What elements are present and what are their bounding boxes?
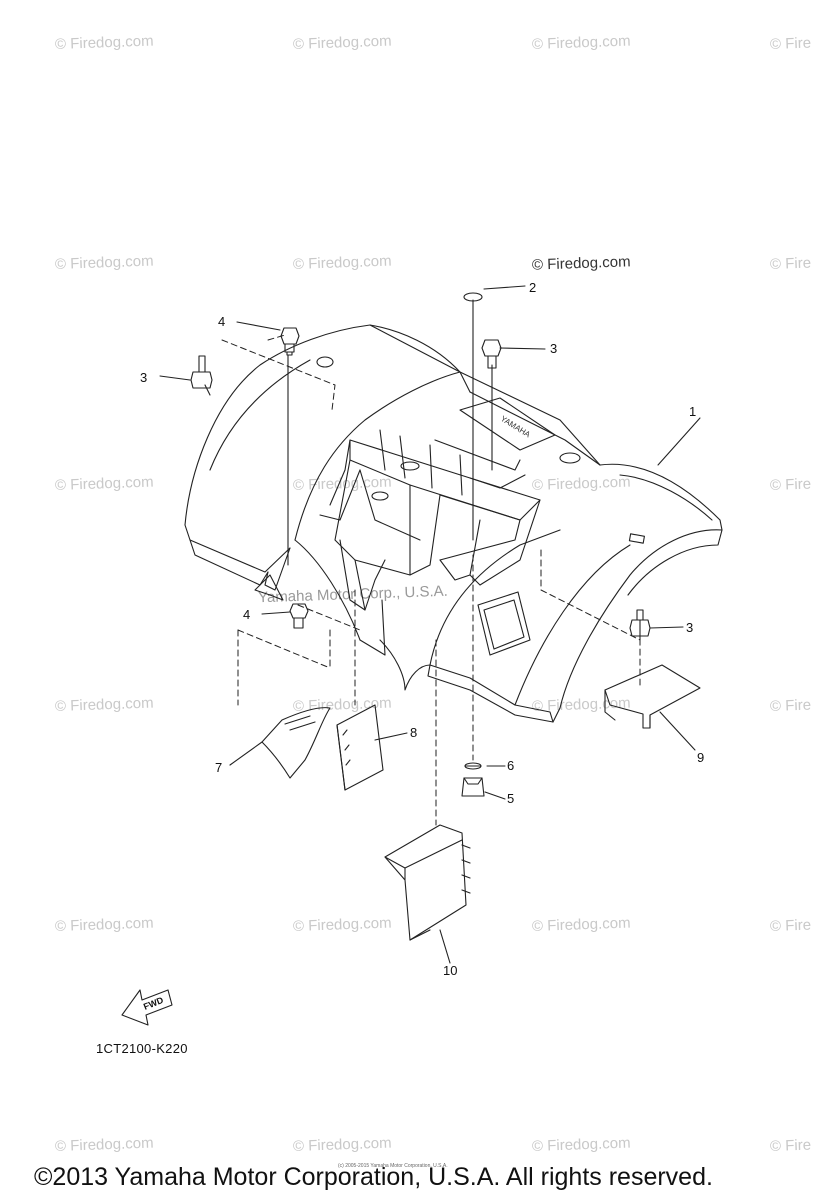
callout-1: 1 [689,404,696,419]
guard-part-9 [604,664,701,729]
callout-10: 10 [443,963,457,978]
callout-3: 3 [550,341,557,356]
callout-8: 8 [410,725,417,740]
mud-flap-part-7 [261,707,331,779]
screw-part-3-right-top [481,339,502,369]
callout-2: 2 [529,280,536,295]
callout-3: 3 [140,370,147,385]
callout-5: 5 [507,791,514,806]
part-code: 1CT2100-K220 [96,1041,188,1056]
callout-6: 6 [507,758,514,773]
callout-9: 9 [697,750,704,765]
clip-part-2 [463,292,483,302]
fwd-arrow [121,989,173,1026]
bottom-plate-part-10 [384,824,471,941]
bolt-part-4-top [280,327,300,356]
callout-4: 4 [243,607,250,622]
tiny-copyright: (c) 2005-2015 Yamaha Motor Corporation, … [338,1163,448,1169]
screw-part-3-right-bottom [629,609,651,637]
copyright-notice: ©2013 Yamaha Motor Corporation, U.S.A. A… [34,1163,713,1191]
callout-4: 4 [218,314,225,329]
fender-emblem: YAMAHA [499,414,532,440]
grommet-part-6 [464,762,482,770]
screw-part-3-left [190,355,213,389]
callout-3: 3 [686,620,693,635]
rear-fender [184,324,723,723]
nut-part-5 [461,777,485,797]
callout-7: 7 [215,760,222,775]
guard-plate-part-8 [336,704,384,791]
bolt-part-4-bottom [289,603,309,629]
